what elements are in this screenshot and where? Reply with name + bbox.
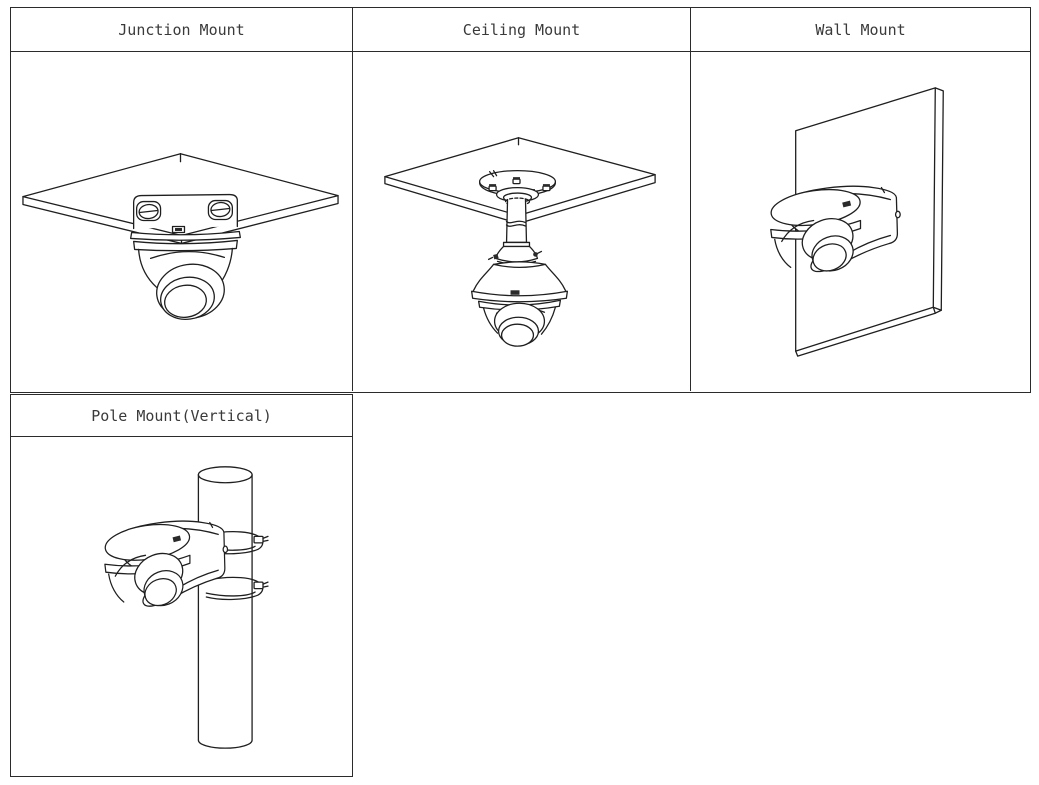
header-junction-mount: Junction Mount: [11, 8, 353, 51]
pole-mount-table: Pole Mount(Vertical): [10, 394, 353, 777]
pole-mount-cell: [11, 437, 352, 774]
mount-options-figure-row: [11, 52, 1030, 391]
pole-mount-header-row: Pole Mount(Vertical): [11, 395, 352, 437]
header-ceiling-mount: Ceiling Mount: [353, 8, 691, 51]
mount-options-table: Junction Mount Ceiling Mount Wall Mount: [10, 7, 1031, 393]
mount-options-header-row: Junction Mount Ceiling Mount Wall Mount: [11, 8, 1030, 52]
header-wall-mount: Wall Mount: [815, 20, 906, 39]
ceiling-mount-figure: [384, 137, 656, 347]
junction-mount-cell: [11, 52, 353, 391]
turret-camera-front: [130, 193, 241, 320]
header-pole-mount: Pole Mount(Vertical): [91, 406, 272, 425]
pole-coupler: [487, 241, 543, 266]
mounting-plate: [478, 170, 557, 206]
turret-camera-pendant: [470, 261, 569, 347]
lower-clamp-band: [205, 576, 269, 601]
pole-mount-figure: [102, 466, 269, 749]
pendant-pole: [505, 198, 528, 244]
junction-mount-figure: [22, 153, 339, 320]
vertical-pole: [197, 466, 253, 749]
wall-mount-figure: [768, 87, 944, 357]
pole-mount-figure-row: [11, 437, 352, 774]
ceiling-mount-cell: [353, 52, 691, 391]
wall-mount-cell: [691, 52, 1030, 391]
